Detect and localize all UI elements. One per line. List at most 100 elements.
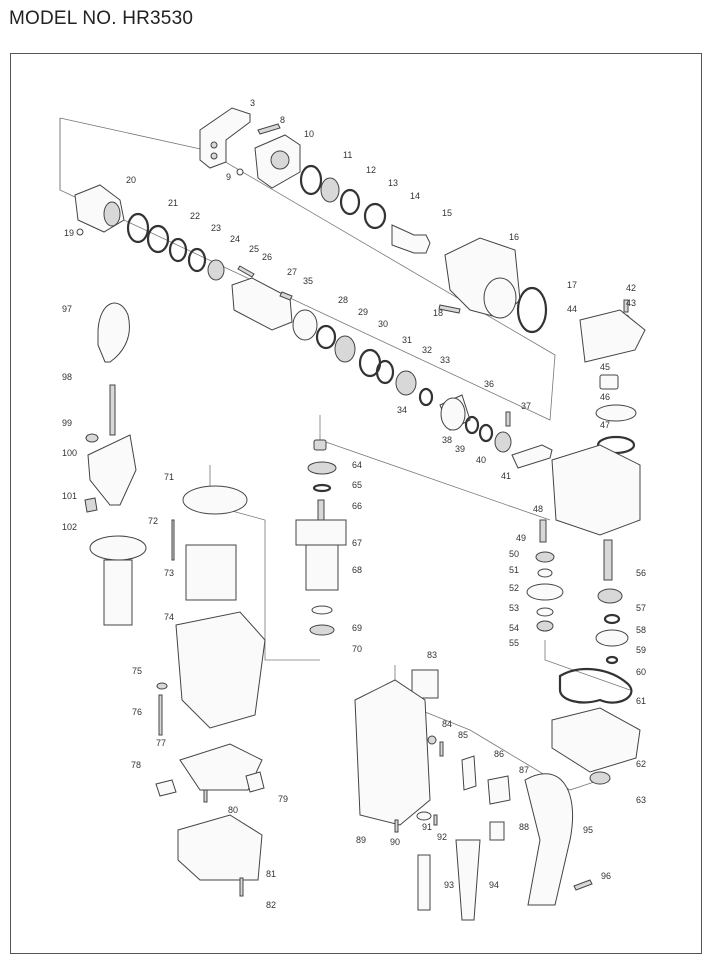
callout-84: 84: [442, 719, 452, 729]
ring-25: [207, 259, 225, 281]
ring-12: [320, 177, 340, 203]
bearing-64b: [307, 461, 337, 475]
pin-35: [279, 291, 293, 301]
callout-67: 67: [352, 538, 362, 548]
screw-90: [394, 819, 399, 833]
callout-98: 98: [62, 372, 72, 382]
callout-34: 34: [397, 405, 407, 415]
gear-52: [526, 583, 564, 601]
o-ring-17: [516, 286, 548, 334]
cord-guard-94: [455, 839, 481, 921]
callout-44: 44: [567, 304, 577, 314]
ring-50: [537, 568, 553, 578]
washer-75: [156, 682, 168, 690]
callout-54: 54: [509, 623, 519, 633]
callout-100: 100: [62, 448, 77, 458]
cap-45: [599, 374, 619, 390]
tool-holder-15: [391, 224, 431, 254]
o-ring-29: [315, 324, 337, 350]
callout-94: 94: [489, 880, 499, 890]
callout-39: 39: [455, 444, 465, 454]
callout-66: 66: [352, 501, 362, 511]
callout-91: 91: [422, 822, 432, 832]
callout-73: 73: [164, 568, 174, 578]
washer-65: [312, 483, 332, 493]
callout-52: 52: [509, 583, 519, 593]
washer-51: [535, 551, 555, 563]
callout-93: 93: [444, 880, 454, 890]
callout-48: 48: [533, 504, 543, 514]
callout-74: 74: [164, 612, 174, 622]
callout-24: 24: [230, 234, 240, 244]
cover-44: [579, 309, 646, 363]
callout-49: 49: [516, 533, 526, 543]
washer-23: [168, 237, 188, 263]
washer-24: [187, 247, 207, 273]
spring-84: [427, 735, 437, 745]
callout-83: 83: [427, 650, 437, 660]
callout-9: 9: [226, 172, 231, 182]
callout-69: 69: [352, 623, 362, 633]
nut-99: [85, 433, 99, 443]
callout-59: 59: [636, 645, 646, 655]
spring-30: [334, 335, 356, 363]
cord-93: [417, 854, 431, 911]
barrel-bore: [483, 277, 517, 319]
callout-53: 53: [509, 603, 519, 613]
callout-42: 42: [626, 283, 636, 293]
callout-15: 15: [442, 208, 452, 218]
callout-45: 45: [600, 362, 610, 372]
callout-26: 26: [262, 252, 272, 262]
washer-32: [375, 359, 395, 385]
flange-bore: [270, 150, 290, 170]
callout-65: 65: [352, 480, 362, 490]
switch-87: [487, 775, 511, 805]
callout-3: 3: [250, 98, 255, 108]
screw-96: [573, 879, 593, 891]
ball-19: [76, 228, 84, 236]
bearing-54: [536, 620, 554, 632]
callout-31: 31: [402, 335, 412, 345]
callout-86: 86: [494, 749, 504, 759]
screw-92: [433, 814, 438, 826]
brush-79: [245, 771, 265, 793]
callout-78: 78: [131, 760, 141, 770]
screw-80: [203, 789, 208, 803]
callout-46: 46: [600, 392, 610, 402]
callout-38: 38: [442, 435, 452, 445]
callout-57: 57: [636, 603, 646, 613]
shaft-56: [603, 539, 613, 581]
callout-29: 29: [358, 307, 368, 317]
insulation-69: [311, 605, 333, 615]
callout-92: 92: [437, 832, 447, 842]
callout-21: 21: [168, 198, 178, 208]
switch-lever-86: [461, 755, 477, 791]
fan-66: [295, 519, 347, 546]
callout-22: 22: [190, 211, 200, 221]
bolt-18: [438, 304, 461, 314]
handle-housing-89: [354, 679, 431, 826]
callout-62: 62: [636, 759, 646, 769]
gear-59: [595, 629, 629, 647]
screw-8: [257, 123, 281, 135]
callout-11: 11: [343, 150, 352, 160]
screw-42: [623, 299, 629, 313]
callout-40: 40: [476, 455, 486, 465]
callout-101: 101: [62, 491, 77, 501]
callout-87: 87: [519, 765, 529, 775]
callout-32: 32: [422, 345, 432, 355]
callout-64: 64: [352, 460, 362, 470]
callout-35: 35: [303, 276, 313, 286]
callout-79: 79: [278, 794, 288, 804]
cap-46: [595, 404, 637, 422]
screw-72: [171, 519, 175, 561]
terminal-88: [489, 821, 505, 841]
screw-85: [439, 741, 444, 757]
motor-housing-74: [175, 611, 266, 729]
callout-60: 60: [636, 667, 646, 677]
callout-18: 18: [433, 308, 443, 318]
callout-16: 16: [509, 232, 519, 242]
callout-23: 23: [211, 223, 221, 233]
screw-82: [239, 877, 244, 897]
